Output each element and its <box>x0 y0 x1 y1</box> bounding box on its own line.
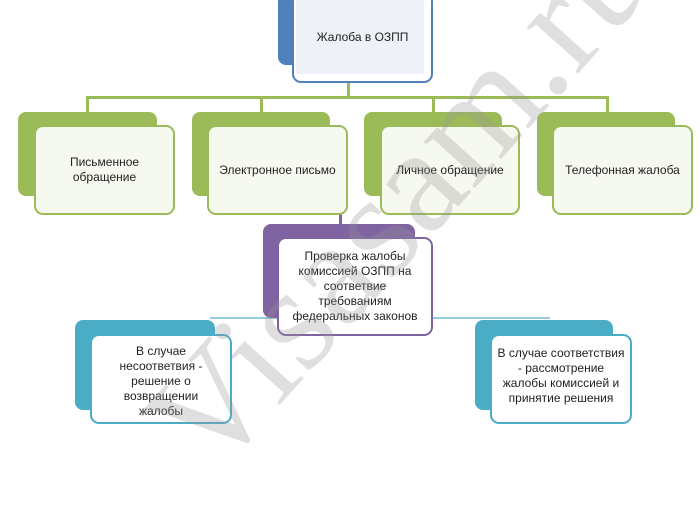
outcome-box-reject: В случае несоответвия - решение о возвра… <box>90 334 232 424</box>
connector <box>432 96 435 112</box>
channel-label: Письменное обращение <box>69 155 140 184</box>
connector <box>606 96 609 112</box>
connector <box>347 83 350 97</box>
check-label: Проверка жалобы комиссией ОЗПП на соотве… <box>292 249 418 323</box>
channel-box-phone: Телефонная жалоба <box>552 125 693 215</box>
channel-label: Телефонная жалоба <box>565 162 680 177</box>
check-box: Проверка жалобы комиссией ОЗПП на соотве… <box>277 237 433 336</box>
root-box: Жалоба в ОЗПП <box>292 0 433 83</box>
connector <box>260 96 263 112</box>
outcome-label: В случае соответствия - рассмотрение жал… <box>497 346 625 405</box>
outcome-label: В случае несоответвия - решение о возвра… <box>119 344 203 418</box>
channel-box-written: Письменное обращение <box>34 125 175 215</box>
connector <box>86 96 89 112</box>
channel-box-email: Электронное письмо <box>207 125 348 215</box>
channel-box-personal: Личное обращение <box>380 125 520 215</box>
root-label: Жалоба в ОЗПП <box>316 30 409 44</box>
channel-label: Электронное письмо <box>219 162 336 177</box>
channel-label: Личное обращение <box>396 162 504 177</box>
connector <box>86 96 609 99</box>
connector <box>339 213 342 225</box>
outcome-box-accept: В случае соответствия - рассмотрение жал… <box>490 334 632 424</box>
